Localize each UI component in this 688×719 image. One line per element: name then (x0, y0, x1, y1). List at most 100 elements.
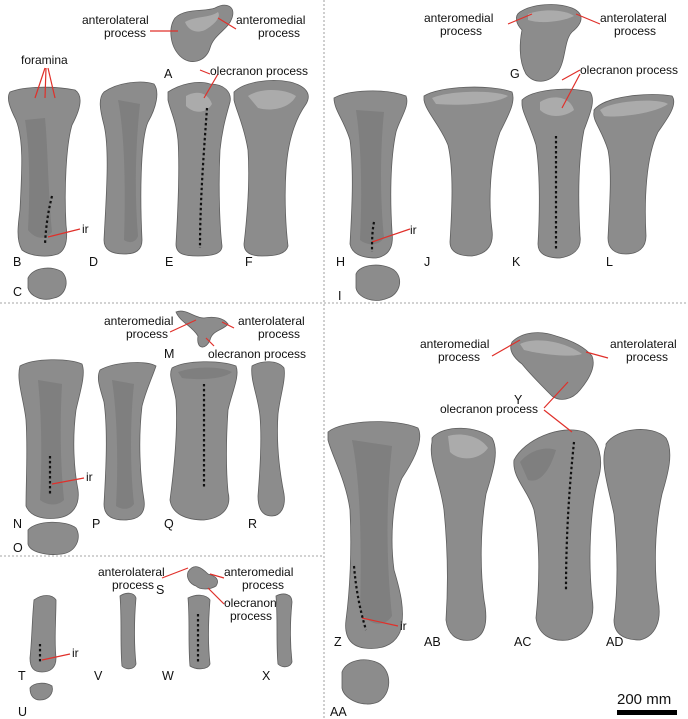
bone-view-C (27, 267, 67, 300)
label-ir: ir (400, 619, 407, 633)
label-olecranon-process: olecranon process (210, 64, 308, 78)
leader-line (209, 573, 225, 579)
label-ir: ir (72, 646, 79, 660)
label-olecranon-process: olecranon process (580, 63, 678, 77)
panel-label-I: I (338, 289, 341, 303)
panel-label-T: T (18, 669, 26, 683)
bone-view-AC (513, 429, 601, 641)
panel-label-U: U (18, 705, 27, 719)
label-foramina: foramina (21, 53, 68, 67)
bone-view-O (27, 521, 79, 555)
bone-view-A (170, 4, 234, 62)
label-olecranon-process: olecranon process (208, 347, 306, 361)
panel-label-C: C (13, 285, 22, 299)
leader-line (491, 339, 521, 357)
bone-view-I (355, 264, 401, 301)
leader-line (207, 587, 225, 605)
panel-label-J: J (424, 255, 430, 269)
bone-view-J (423, 86, 514, 257)
leader-line (205, 337, 215, 347)
leader-line (575, 13, 601, 25)
panel-label-X: X (262, 669, 271, 683)
bone-view-N (18, 359, 84, 519)
panel-label-S: S (156, 583, 164, 597)
panel-label-L: L (606, 255, 613, 269)
panel-label-B: B (13, 255, 21, 269)
bone-view-B (8, 86, 81, 257)
label-olecranon-process: olecranon process (440, 402, 538, 416)
leader-line (543, 409, 573, 433)
leader-line (41, 653, 71, 661)
leader-line (51, 477, 85, 485)
leader-line (371, 228, 411, 243)
bone-view-Y (510, 332, 594, 400)
leader-line (361, 617, 399, 627)
leader-line (34, 67, 46, 99)
scale-bar (617, 710, 677, 715)
leader-line (543, 381, 569, 409)
bone-view-M (175, 310, 229, 348)
ridge-line (370, 221, 376, 253)
panel-label-Q: Q (164, 517, 174, 531)
panel-label-N: N (13, 517, 22, 531)
panel-label-AC: AC (514, 635, 531, 649)
panel-label-E: E (165, 255, 173, 269)
panel-label-K: K (512, 255, 521, 269)
bone-view-AA (341, 659, 390, 705)
panel-label-AA: AA (330, 705, 347, 719)
bone-view-G (516, 4, 582, 82)
leader-line (203, 73, 219, 99)
panel-label-F: F (245, 255, 253, 269)
label-ir: ir (410, 223, 417, 237)
bone-view-R (251, 361, 285, 517)
panel-label-AD: AD (606, 635, 623, 649)
leader-line (507, 13, 533, 25)
leader-line (47, 228, 81, 238)
leader-line (217, 17, 237, 30)
bone-view-AD (603, 429, 671, 641)
panel-label-A: A (164, 67, 173, 81)
bone-view-X (275, 593, 293, 668)
leader-line (585, 351, 609, 359)
ridge-line (564, 441, 576, 591)
panel-label-Z: Z (334, 635, 342, 649)
panel-label-G: G (510, 67, 520, 81)
bone-view-K (521, 88, 593, 259)
bone-view-Z (327, 421, 421, 649)
panel-label-AB: AB (424, 635, 441, 649)
scale-bar-label: 200 mm (617, 691, 671, 708)
label-ir: ir (82, 222, 89, 236)
bone-view-T (29, 595, 57, 673)
bone-view-E (167, 82, 231, 257)
bone-view-S (187, 566, 218, 590)
leader-line (47, 67, 56, 99)
ridge-line (352, 565, 368, 631)
bone-view-W (187, 594, 211, 670)
panel-label-O: O (13, 541, 23, 555)
leader-line (161, 567, 189, 579)
panel-label-V: V (94, 669, 103, 683)
bone-view-D (99, 81, 158, 255)
panel-label-R: R (248, 517, 257, 531)
panel-label-W: W (162, 669, 174, 683)
leader-line (169, 319, 197, 333)
bone-view-U (29, 682, 53, 701)
bone-view-F (233, 80, 309, 257)
leader-line (561, 73, 581, 109)
bone-view-P (97, 362, 157, 521)
panel-label-P: P (92, 517, 100, 531)
leader-line (561, 69, 581, 81)
label-ir: ir (86, 470, 93, 484)
